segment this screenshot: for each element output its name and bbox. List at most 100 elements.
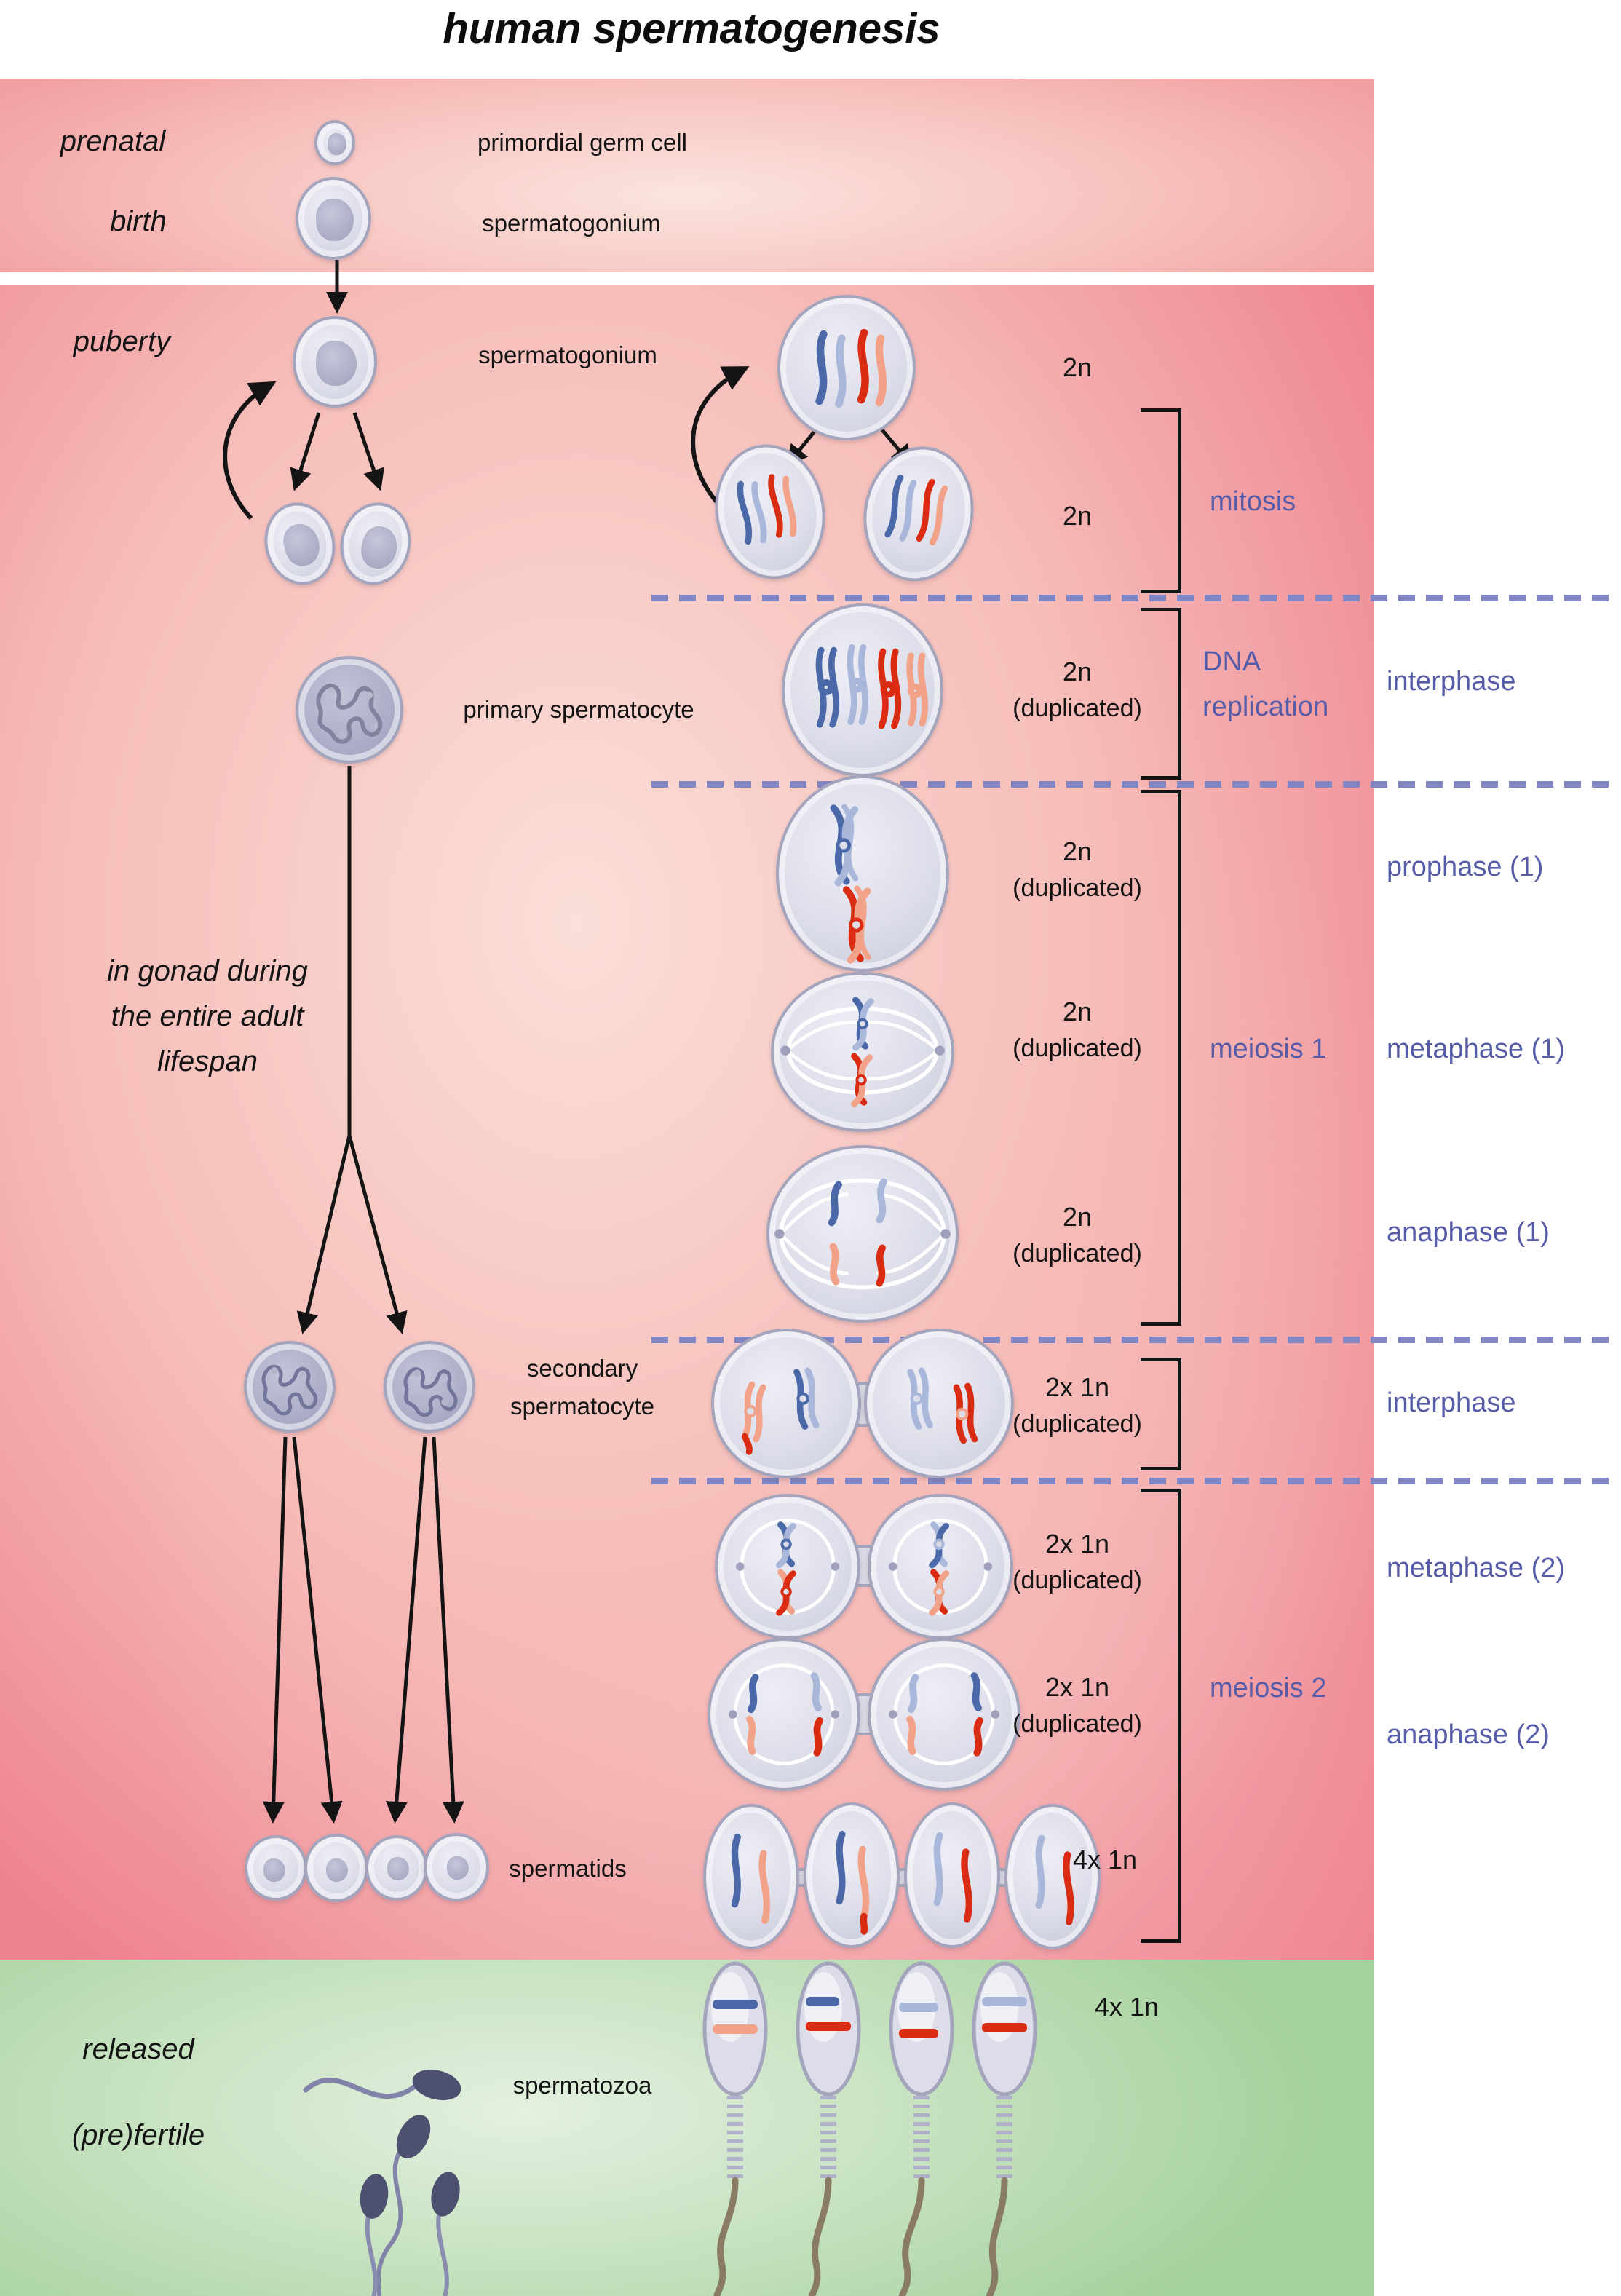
chromatin-squiggle [316, 684, 383, 744]
meiosis2-bracket [1141, 1489, 1181, 1943]
mitosis-bracket [1141, 408, 1181, 593]
self-renewal-arrow-left [223, 381, 277, 520]
ploidy-value: 2x 1n [1045, 1672, 1110, 1702]
spermatid-chromosome-cell [804, 1802, 900, 1948]
ploidy-note: (duplicated) [1012, 1710, 1142, 1738]
ploidy-note: (duplicated) [1012, 1240, 1142, 1267]
anaphase1-cell [766, 1145, 959, 1323]
spindle-anaphase2 [729, 1663, 839, 1765]
spermatid-chromosome-cell [1004, 1804, 1101, 1949]
label-spermatids: spermatids [509, 1855, 627, 1882]
swimming-sperm [431, 2172, 460, 2296]
spindle-metaphase2 [888, 1519, 993, 1616]
chromatin-squiggle [403, 1367, 458, 1417]
label-spermatogonium-top: spermatogonium [482, 210, 661, 237]
stage-birth: birth [110, 205, 167, 237]
phase-metaphase-1: metaphase (1) [1387, 1034, 1566, 1064]
released-band [0, 1960, 1374, 2296]
spindle-metaphase2 [735, 1519, 840, 1616]
label-mitosis: mitosis [1210, 486, 1296, 517]
arrow-to-spermatid-2 [292, 1436, 343, 1824]
prophase1-cell [776, 775, 949, 972]
ploidy-value: 2n [1062, 501, 1093, 531]
dna-line-1: DNA [1202, 646, 1261, 677]
chromosomes-1n [836, 1830, 870, 1935]
cell-nucleus [357, 523, 401, 572]
cell-nucleus [263, 1858, 285, 1882]
ploidy-row-5: 2n (duplicated) [983, 994, 1172, 1066]
meiosis1-bracket [1141, 790, 1181, 1326]
cell-nucleus [316, 341, 357, 386]
anaphase2-lobe-right [868, 1638, 1020, 1791]
chromosomes-2n [884, 475, 948, 546]
ploidy-value: 2x 1n [1045, 1529, 1110, 1559]
spermatozoon [702, 1961, 768, 2296]
dna-line-2: replication [1202, 692, 1329, 722]
chromatin-squiggle [261, 1364, 318, 1416]
ploidy-value: 2n [1062, 657, 1093, 686]
anaphase2-lobe-left [708, 1638, 860, 1791]
phase-interphase-2: interphase [1387, 1388, 1516, 1418]
ploidy-row-9: 2x 1n (duplicated) [983, 1669, 1172, 1742]
ploidy-row-11: 4x 1n [1069, 1989, 1185, 2025]
ploidy-row-4: 2n (duplicated) [983, 834, 1172, 906]
ploidy-value: 4x 1n [1072, 1845, 1138, 1875]
cell-nucleus [328, 133, 346, 155]
dashed-line-interphase-end [651, 781, 1612, 788]
self-renewal-arrow-right [691, 366, 750, 504]
gonad-line-2: the entire adult [111, 1000, 304, 1032]
ploidy-row-10: 4x 1n [1047, 1842, 1163, 1878]
label-primordial-germ-cell: primordial germ cell [477, 129, 687, 156]
phase-prophase-1: prophase (1) [1387, 852, 1544, 882]
spermatid-cell [365, 1835, 428, 1901]
ploidy-value: 2n [1062, 997, 1093, 1026]
cell-nucleus [447, 1856, 469, 1880]
interphase2-bracket [1141, 1358, 1181, 1470]
ploidy-row-3: 2n (duplicated) [983, 654, 1172, 727]
stage-in-gonad: in gonad during the entire adult lifespa… [25, 949, 389, 1084]
cell-nucleus [316, 199, 354, 241]
ploidy-row-8: 2x 1n (duplicated) [983, 1526, 1172, 1599]
dashed-line-interphase2-end [651, 1478, 1612, 1484]
primordial-germ-cell [314, 120, 355, 165]
swimming-sperm [376, 2115, 431, 2296]
label-meiosis-2: meiosis 2 [1210, 1673, 1327, 1703]
chromosomes-prophase [830, 804, 871, 964]
secondary-line-1: secondary [526, 1355, 638, 1382]
stage-released: released (pre)fertile [7, 2006, 269, 2178]
phase-metaphase-2: metaphase (2) [1387, 1553, 1566, 1583]
spermatogonium-puberty-cell [293, 316, 377, 408]
chromosomes-1n [1035, 1834, 1074, 1925]
dashed-line-mitosis-end [651, 595, 1612, 601]
ploidy-value: 2n [1062, 352, 1093, 382]
spindle-anaphase2 [889, 1663, 999, 1765]
metaphase1-cell [771, 972, 954, 1132]
chromosomes-1n [933, 1832, 973, 1923]
metaphase2-lobe-left [715, 1494, 860, 1639]
chromosomes-2n [737, 474, 797, 545]
secondary-spermatocyte-cell-left [244, 1341, 336, 1433]
spermatozoon [889, 1961, 954, 2296]
spindle-anaphase [774, 1178, 951, 1290]
gonad-line-1: in gonad during [107, 955, 308, 987]
dna-replication-cell [782, 603, 943, 777]
spermatozoon [796, 1961, 861, 2296]
phase-anaphase-1: anaphase (1) [1387, 1217, 1550, 1248]
daughter-chromosome-cell-right [852, 438, 985, 590]
puberty-adult-band [0, 285, 1374, 1960]
dna-replication-bracket [1141, 608, 1181, 780]
page-title: human spermatogenesis [443, 5, 940, 52]
prenatal-birth-band [0, 79, 1374, 272]
label-dna-replication: DNA replication [1202, 639, 1328, 729]
stage-puberty: puberty [73, 325, 171, 357]
spindle-metaphase [780, 997, 945, 1107]
label-meiosis-1: meiosis 1 [1210, 1034, 1327, 1064]
chromosomes-2n [815, 328, 887, 408]
released-line-1: released [82, 2033, 194, 2065]
secondary-spermatocyte-cell-right [384, 1341, 475, 1433]
daughter-chromosome-cell-left [704, 435, 836, 588]
gonad-line-3: lifespan [157, 1045, 258, 1077]
spermatozoon [972, 1961, 1037, 2296]
